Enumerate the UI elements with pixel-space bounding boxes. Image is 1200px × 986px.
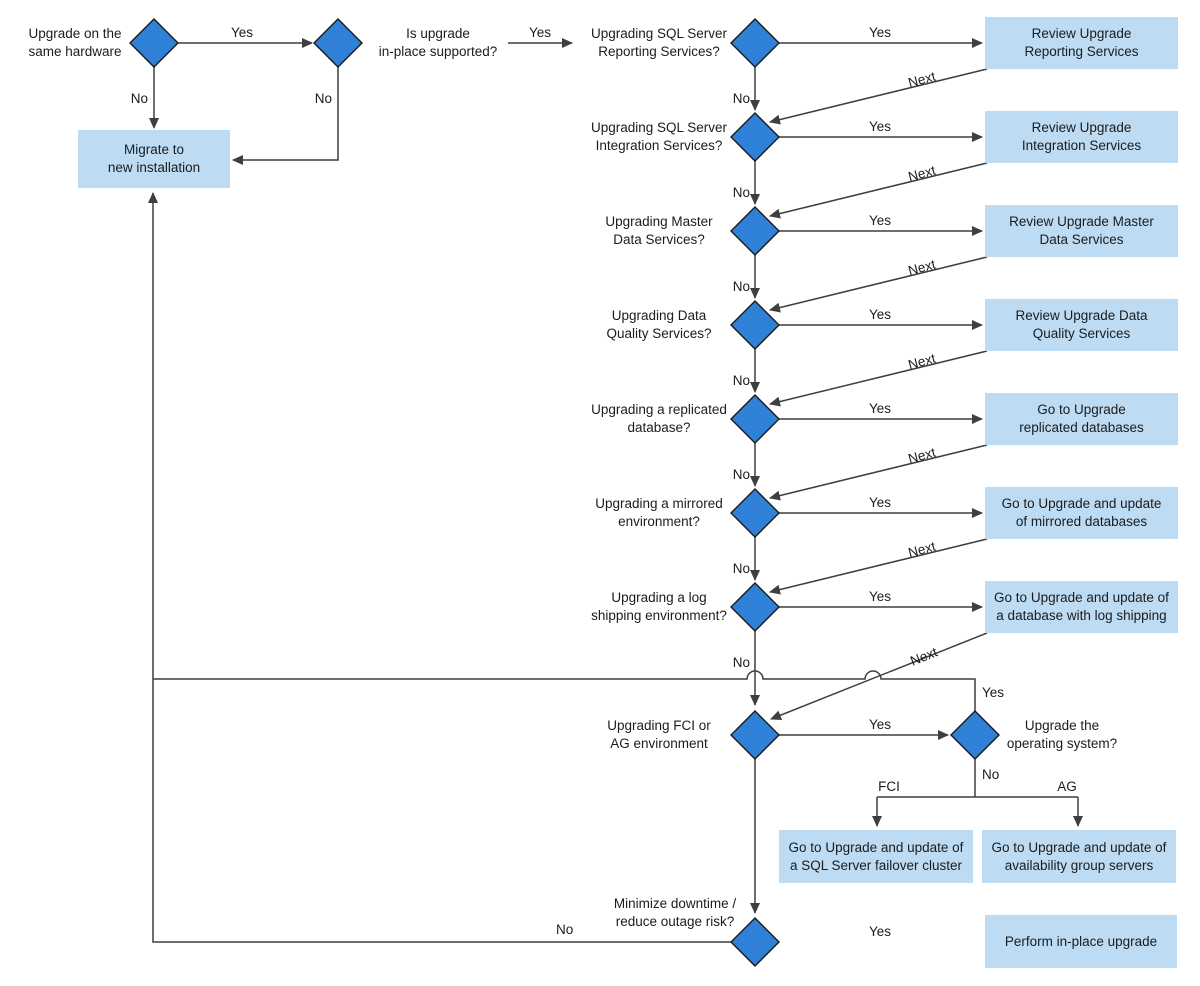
action-box-migrate[interactable]: Migrate to new installation [78, 130, 230, 188]
edge-next-7 [770, 632, 988, 720]
label-no-hw: No [130, 91, 148, 106]
edge-bottom-no-return [148, 192, 731, 943]
question-log-shipping: Upgrading a log shipping environment? [591, 590, 727, 623]
label-yes-fci: Yes [868, 717, 892, 732]
question-integration-services: Upgrading SQL Server Integration Service… [590, 120, 728, 153]
label-yes-inplace: Yes [528, 25, 552, 40]
label-no-bottom: No [556, 922, 574, 937]
label-no-os: No [982, 767, 1000, 782]
question-inplace-supported: Is upgrade in-place supported? [378, 26, 498, 59]
edge-next-1 [769, 68, 988, 125]
label-branch-fci: FCI [878, 779, 900, 794]
question-fci-ag: Upgrading FCI or AG environment [607, 718, 711, 751]
action-box-data-quality[interactable]: Review Upgrade Data Quality Services [985, 299, 1178, 351]
edge-no-inplace-to-migrate [232, 67, 339, 165]
edge-next-4 [769, 350, 988, 407]
action-box-master-data[interactable]: Review Upgrade Master Data Services [985, 205, 1178, 257]
decision-reporting-services-diamond [730, 18, 780, 68]
question-mirrored-env: Upgrading a mirrored environment? [595, 496, 723, 529]
question-reporting-services: Upgrading SQL Server Reporting Services? [590, 26, 728, 59]
question-upgrade-os: Upgrade the operating system? [1006, 718, 1118, 751]
label-no-inplace: No [314, 91, 332, 106]
label-no-row4: No [732, 373, 750, 388]
decision-log-shipping-diamond [730, 582, 780, 632]
action-box-reporting[interactable]: Review Upgrade Reporting Services [985, 17, 1178, 69]
decision-master-data-diamond [730, 206, 780, 256]
decision-inplace-supported-diamond [313, 18, 363, 68]
label-yes-row7: Yes [868, 589, 892, 604]
label-branch-ag: AG [1057, 779, 1077, 794]
edge-next-6 [769, 538, 988, 595]
label-yes-hw: Yes [230, 25, 254, 40]
action-box-mirrored[interactable]: Go to Upgrade and update of mirrored dat… [985, 487, 1178, 539]
label-yes-bottom: Yes [868, 924, 892, 939]
edge-os-yes-return [153, 670, 976, 711]
edge-next-5 [769, 444, 988, 501]
decision-upgrade-os-diamond [950, 710, 1000, 760]
label-yes-row2: Yes [868, 119, 892, 134]
label-yes-row6: Yes [868, 495, 892, 510]
edge-next-2 [769, 162, 988, 219]
question-data-quality: Upgrading Data Quality Services? [606, 308, 712, 341]
decision-fci-ag-diamond [730, 710, 780, 760]
decision-integration-services-diamond [730, 112, 780, 162]
action-box-log-shipping[interactable]: Go to Upgrade and update of a database w… [985, 581, 1178, 633]
action-box-replicated[interactable]: Go to Upgrade replicated databases [985, 393, 1178, 445]
action-box-integration[interactable]: Review Upgrade Integration Services [985, 111, 1178, 163]
label-yes-row1: Yes [868, 25, 892, 40]
label-no-row5: No [732, 467, 750, 482]
action-box-inplace-upgrade[interactable]: Perform in-place upgrade [985, 915, 1177, 968]
edge-next-3 [769, 256, 988, 313]
label-no-row2: No [732, 185, 750, 200]
decision-same-hardware-diamond [129, 18, 179, 68]
label-yes-row4: Yes [868, 307, 892, 322]
action-box-availability-group[interactable]: Go to Upgrade and update of availability… [982, 830, 1176, 883]
decision-replicated-db-diamond [730, 394, 780, 444]
question-master-data: Upgrading Master Data Services? [605, 214, 713, 247]
decision-minimize-downtime-diamond [730, 917, 780, 967]
question-replicated-db: Upgrading a replicated database? [591, 402, 727, 435]
label-no-row7: No [732, 655, 750, 670]
action-box-failover-cluster[interactable]: Go to Upgrade and update of a SQL Server… [779, 830, 973, 883]
label-no-row3: No [732, 279, 750, 294]
question-minimize-downtime: Minimize downtime / reduce outage risk? [613, 896, 737, 929]
label-no-row6: No [732, 561, 750, 576]
question-same-hardware: Upgrade on the same hardware [28, 26, 122, 59]
label-yes-row5: Yes [868, 401, 892, 416]
label-yes-os: Yes [982, 685, 1005, 700]
decision-mirrored-env-diamond [730, 488, 780, 538]
decision-data-quality-diamond [730, 300, 780, 350]
label-no-row1: No [732, 91, 750, 106]
label-yes-row3: Yes [868, 213, 892, 228]
